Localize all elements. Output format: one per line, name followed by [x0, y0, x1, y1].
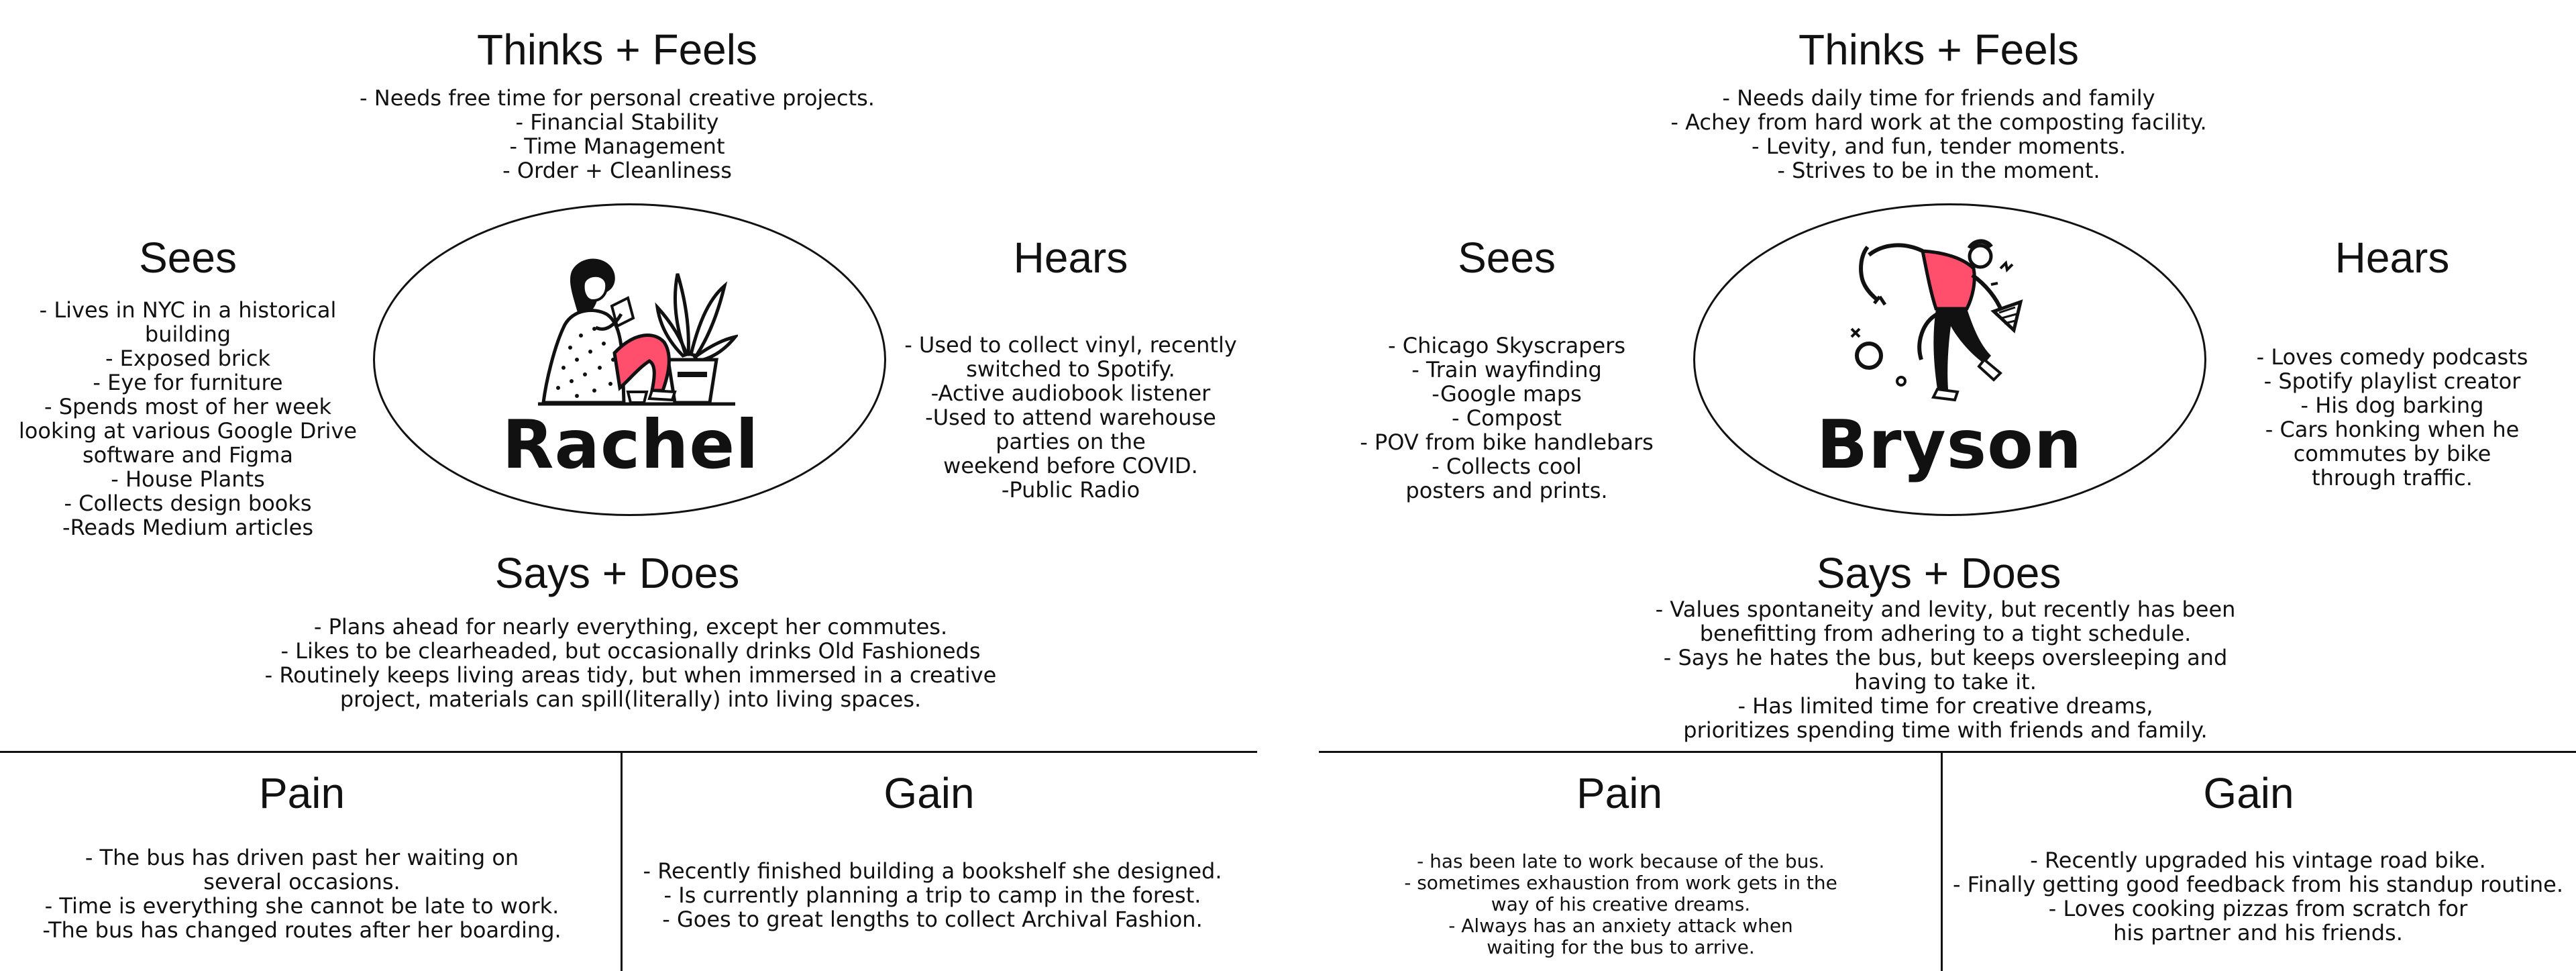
sees-heading: Sees: [139, 234, 237, 282]
says-does-heading: Says + Does: [494, 549, 740, 597]
thinks-feels-text: - Needs free time for personal creative …: [360, 85, 875, 183]
sees-text: - Chicago Skyscrapers - Train wayfinding…: [1360, 333, 1654, 503]
hears-text: - Loves comedy podcasts - Spotify playli…: [2256, 344, 2528, 491]
says-does-text: - Plans ahead for nearly everything, exc…: [264, 614, 997, 712]
pain-heading: Pain: [258, 769, 345, 817]
hears-heading: Hears: [2334, 234, 2450, 282]
gain-heading: Gain: [883, 769, 975, 817]
gain-heading: Gain: [2203, 769, 2294, 817]
hears-heading: Hears: [1013, 234, 1128, 282]
hears-text: - Used to collect vinyl, recently switch…: [904, 332, 1237, 503]
thinks-feels-heading: Thinks + Feels: [477, 25, 757, 74]
divider-vertical: [621, 751, 623, 971]
gain-text: - Recently upgraded his vintage road bik…: [1952, 848, 2564, 946]
woman-reading-book-with-plant-illustration: [538, 258, 738, 406]
gain-text: - Recently finished building a bookshelf…: [643, 858, 1222, 932]
pain-heading: Pain: [1576, 769, 1663, 817]
divider-horizontal: [0, 751, 1257, 753]
says-does-text: - Values spontaneity and levity, but rec…: [1655, 597, 2236, 743]
thinks-feels-text: - Needs daily time for friends and famil…: [1670, 85, 2207, 183]
sees-text: - Lives in NYC in a historical building …: [18, 297, 358, 540]
man-dancing-with-shapes-illustration: [1850, 239, 2023, 402]
pain-text: - has been late to work because of the b…: [1404, 850, 1837, 958]
persona-name: Rachel: [502, 405, 759, 484]
divider-vertical: [1941, 751, 1943, 971]
pain-text: - The bus has driven past her waiting on…: [42, 845, 561, 943]
thinks-feels-heading: Thinks + Feels: [1799, 25, 2079, 74]
sees-heading: Sees: [1458, 234, 1556, 282]
persona-bryson: Thinks + Feels - Needs daily time for fr…: [1319, 0, 2576, 971]
divider-horizontal: [1319, 751, 2576, 753]
persona-name: Bryson: [1816, 405, 2083, 484]
says-does-heading: Says + Does: [1816, 549, 2061, 597]
persona-rachel: Thinks + Feels - Needs free time for per…: [0, 0, 1257, 971]
